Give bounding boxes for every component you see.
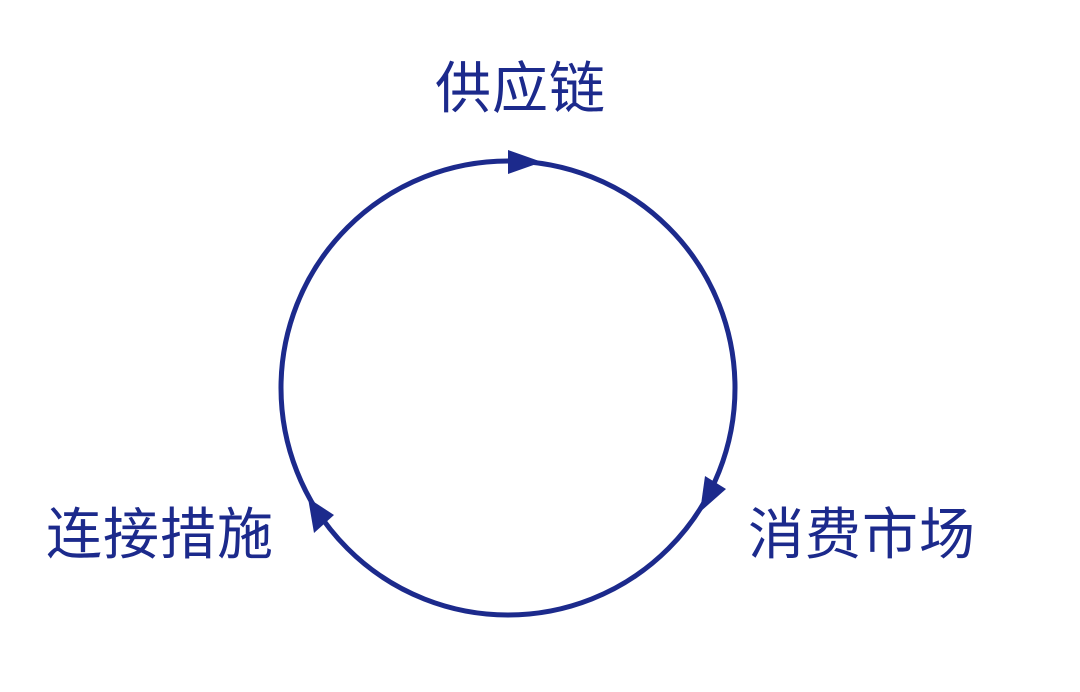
arrow-left-icon [308,498,334,533]
arrow-right-icon [700,476,726,512]
node-label-supply-chain: 供应链 [435,57,606,122]
node-label-connection-measures: 连接措施 [46,503,274,568]
cycle-ring [278,158,738,618]
node-label-consumer-market: 消费市场 [748,503,976,568]
arrow-top-icon [508,150,542,174]
